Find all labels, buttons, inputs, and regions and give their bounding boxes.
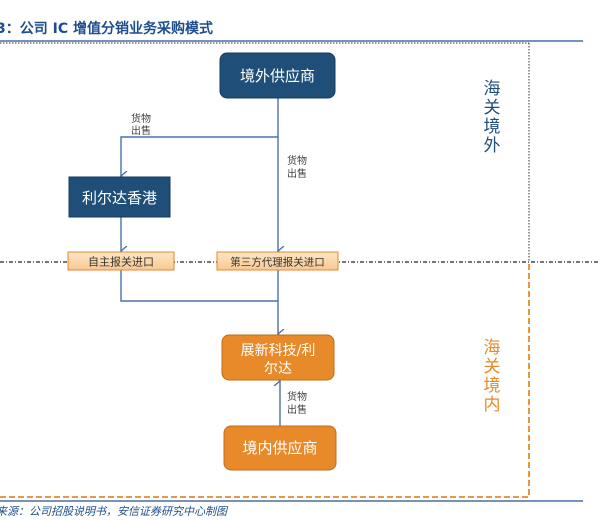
edge-label: 出售 — [287, 167, 307, 180]
edge-label: 货物 — [131, 112, 151, 125]
node-domestic-supplier: 境内供应商 — [223, 425, 337, 471]
svg-text:境内供应商: 境内供应商 — [242, 439, 317, 457]
node-agent-import: 第三方代理报关进口 — [216, 251, 339, 271]
arrow-overseas-to-hk — [121, 136, 278, 176]
svg-text:境外供应商: 境外供应商 — [240, 67, 315, 85]
svg-text:展新科技/利: 展新科技/利 — [241, 343, 316, 359]
svg-text:关: 关 — [484, 98, 501, 118]
svg-text:自主报关进口: 自主报关进口 — [88, 255, 154, 269]
region-label-inside-customs: 海 关 境 内 — [484, 338, 501, 415]
inside-region-border — [0, 264, 530, 498]
svg-text:海: 海 — [484, 338, 501, 358]
svg-text:外: 外 — [484, 136, 501, 156]
svg-text:境: 境 — [484, 376, 501, 396]
connectors — [121, 98, 280, 426]
svg-text:海: 海 — [484, 79, 501, 99]
source-note: 来源：公司招股说明书，安信证券研究中心制图 — [0, 505, 229, 518]
edge-label: 货物 — [287, 390, 307, 403]
node-overseas-supplier: 境外供应商 — [219, 52, 336, 99]
node-zhanxin-lierda: 展新科技/利 尔达 — [221, 334, 335, 381]
region-label-outside-customs: 海 关 境 外 — [484, 79, 501, 156]
svg-text:关: 关 — [484, 357, 501, 377]
figure-title: 3：公司 IC 增值分销业务采购模式 — [0, 20, 213, 37]
edge-label: 货物 — [287, 154, 307, 167]
svg-text:利尔达香港: 利尔达香港 — [82, 189, 157, 207]
svg-text:尔达: 尔达 — [264, 361, 292, 377]
node-self-import: 自主报关进口 — [67, 251, 175, 271]
svg-text:第三方代理报关进口: 第三方代理报关进口 — [230, 256, 325, 269]
edge-label: 出售 — [131, 124, 151, 137]
edge-label: 出售 — [287, 403, 307, 416]
node-lierda-hk: 利尔达香港 — [68, 176, 171, 218]
svg-text:内: 内 — [484, 395, 501, 415]
edge-labels: 货物 出售 货物 出售 货物 出售 — [131, 112, 307, 416]
line-self-import-merge — [120, 270, 278, 302]
svg-text:境: 境 — [484, 117, 501, 137]
